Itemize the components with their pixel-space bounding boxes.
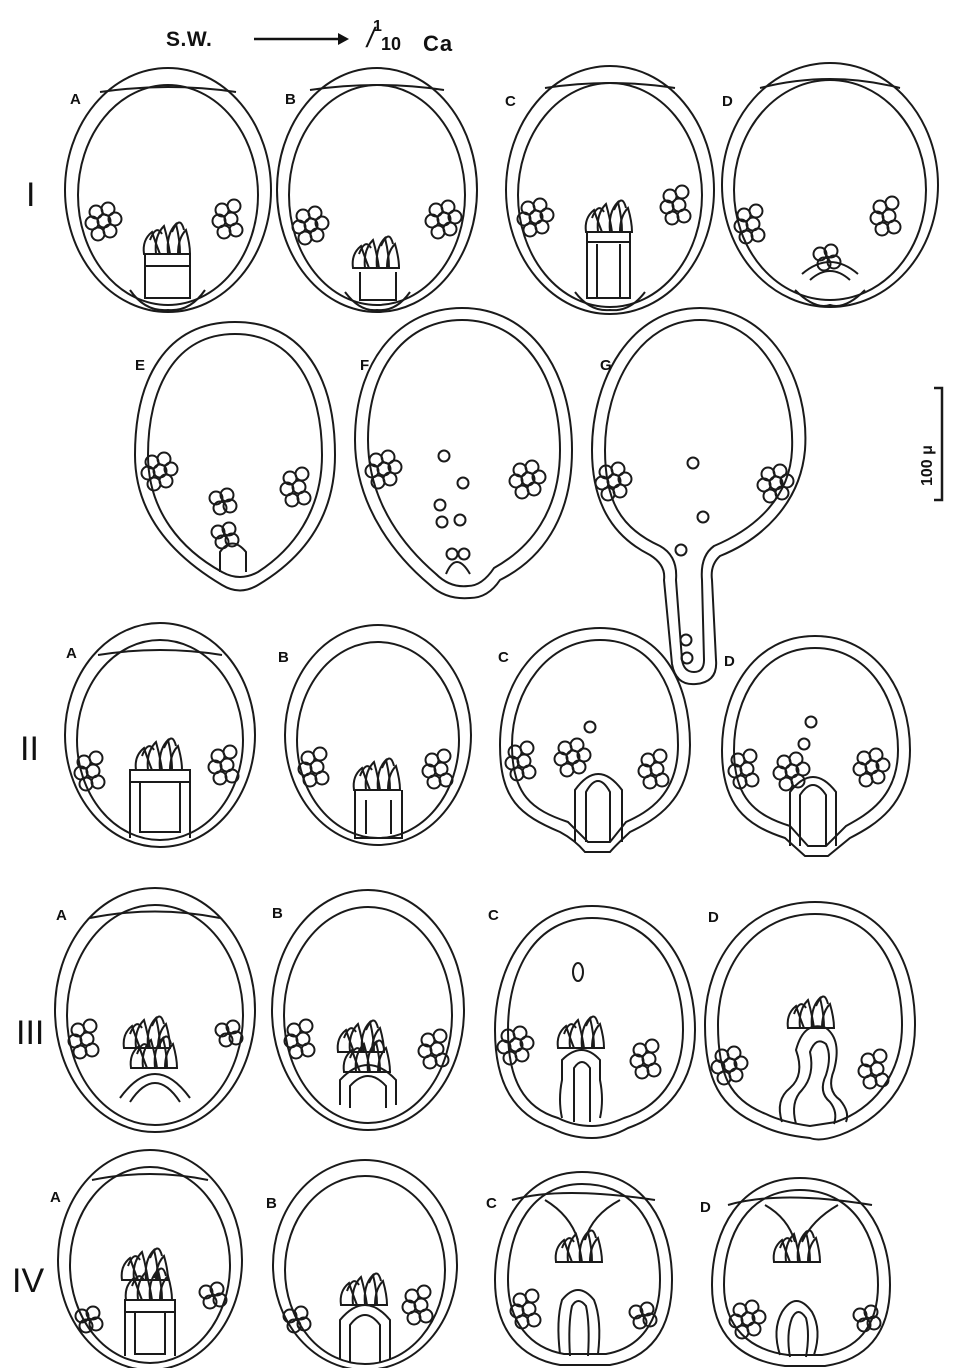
panel-label-III-A: A	[56, 907, 67, 924]
panel-label-II-C: C	[498, 649, 509, 666]
panel-label-I-G: G	[600, 357, 612, 374]
panel-label-III-B: B	[272, 905, 283, 922]
row-numeral-I: I	[26, 176, 35, 214]
embryo-I-D	[722, 63, 938, 307]
scale-bar-label: 100 μ	[919, 445, 936, 486]
row-numeral-III: III	[16, 1014, 44, 1052]
panel-label-II-B: B	[278, 649, 289, 666]
panel-label-II-D: D	[724, 653, 735, 670]
embryo-I-E	[135, 322, 335, 591]
embryo-II-A	[65, 623, 255, 847]
embryo-IV-A	[58, 1150, 242, 1368]
panel-label-IV-B: B	[266, 1195, 277, 1212]
embryo-IV-D	[712, 1178, 890, 1366]
embryo-II-C	[500, 628, 690, 852]
panel-label-III-C: C	[488, 907, 499, 924]
panel-label-I-F: F	[360, 357, 369, 374]
row-numeral-IV: IV	[12, 1262, 44, 1300]
embryo-III-A	[55, 888, 255, 1132]
row-numeral-II: II	[20, 730, 39, 768]
embryo-IV-C	[495, 1172, 672, 1365]
embryo-I-B	[277, 68, 477, 312]
embryo-II-D	[722, 636, 910, 856]
panel-label-I-B: B	[285, 91, 296, 108]
embryo-I-F	[355, 308, 572, 598]
panel-label-I-E: E	[135, 357, 145, 374]
panel-label-I-C: C	[505, 93, 516, 110]
embryo-III-B	[272, 890, 464, 1130]
embryo-III-C	[495, 906, 695, 1138]
panel-label-I-A: A	[70, 91, 81, 108]
embryo-I-C	[506, 66, 714, 314]
panel-label-III-D: D	[708, 909, 719, 926]
panel-label-IV-C: C	[486, 1195, 497, 1212]
embryo-I-A	[65, 68, 271, 312]
embryo-I-G	[592, 308, 805, 684]
panel-label-IV-D: D	[700, 1199, 711, 1216]
embryo-II-B	[285, 625, 471, 845]
embryo-IV-B	[273, 1160, 457, 1368]
panel-label-I-D: D	[722, 93, 733, 110]
embryo-III-D	[705, 902, 915, 1139]
panel-label-II-A: A	[66, 645, 77, 662]
panel-label-IV-A: A	[50, 1189, 61, 1206]
